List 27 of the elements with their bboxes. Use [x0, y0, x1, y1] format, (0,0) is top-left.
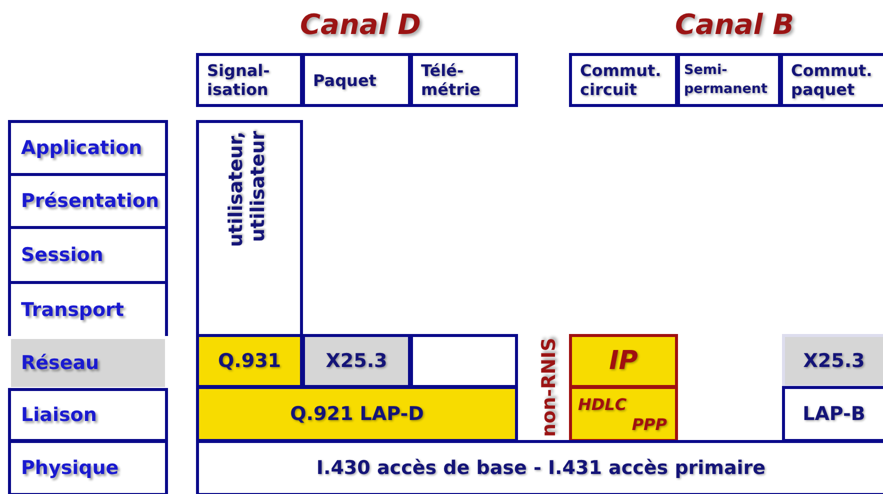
layer-box: Transport: [8, 281, 168, 339]
layer-box: Session: [8, 226, 168, 284]
channel-header: Signal- isation: [196, 53, 303, 107]
protocol-box: I.430 accès de base - I.431 accès primaire: [196, 440, 883, 494]
channel-header: Commut. circuit: [569, 53, 678, 107]
channel-header: Commut. paquet: [780, 53, 883, 107]
protocol-box: Q.931: [196, 334, 303, 388]
side-label: non-RNIS: [538, 338, 560, 438]
protocol-box: LAP-B: [782, 386, 883, 442]
channel-header: Semi- permanent: [677, 53, 781, 107]
protocol-name: PPP: [632, 415, 667, 434]
protocol-box: X25.3: [782, 334, 883, 388]
layer-box: Physique: [8, 440, 168, 494]
channel-header: Paquet: [302, 53, 411, 107]
layer-box: Réseau: [8, 336, 168, 390]
protocol-box: [569, 386, 678, 442]
protocol-box: utilisateur, utilisateur: [196, 120, 303, 337]
channel-title: Canal D: [300, 8, 421, 41]
layer-box: Application: [8, 120, 168, 176]
protocol-box: Q.921 LAP-D: [196, 386, 518, 442]
layer-box: Présentation: [8, 173, 168, 229]
protocol-box: X25.3: [302, 334, 411, 388]
channel-header: Télé- métrie: [410, 53, 518, 107]
channel-title: Canal B: [675, 8, 794, 41]
layer-box: Liaison: [8, 388, 168, 442]
protocol-name: HDLC: [578, 395, 627, 414]
protocol-box: IP: [569, 334, 678, 388]
